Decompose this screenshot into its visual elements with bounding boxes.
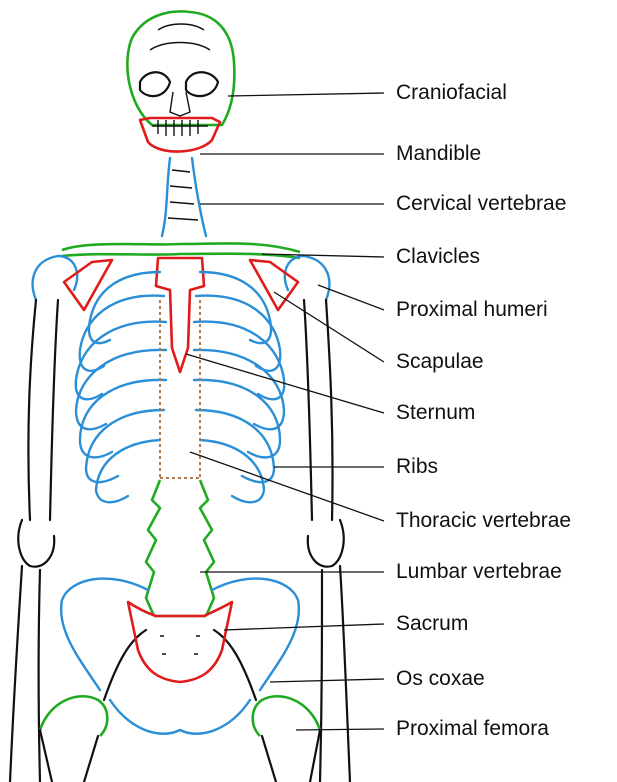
right-femur-shaft [262,730,320,782]
label-mandible: Mandible [396,142,481,166]
rib-right-7 [200,440,264,502]
label-clavicles: Clavicles [396,245,480,269]
rib-left-2 [80,296,164,371]
skull [127,11,234,151]
femora [40,696,320,782]
right-orbit [186,72,218,96]
left-elbow [18,520,54,567]
label-thoracic-vertebrae: Thoracic vertebrae [396,509,571,533]
leader-femora [296,729,384,730]
left-femoral-head [40,696,107,736]
rib-left-7 [96,440,160,502]
left-orbit [140,72,170,96]
right-arm [304,300,333,520]
left-forearm [10,566,40,782]
lumbar-spine [146,480,214,616]
cervical-right-edge [192,158,206,236]
right-forearm [320,566,350,782]
pubic-arch [110,700,250,734]
label-os-coxae: Os coxae [396,667,485,691]
right-elbow [308,520,344,567]
lumbar-left-edge [146,480,160,616]
lumbar-right-edge [200,480,214,616]
left-femur-shaft [40,730,98,782]
rib-right-5 [194,380,280,457]
label-ribs: Ribs [396,455,438,479]
rib-right-2 [196,296,280,371]
sternum-outline [156,258,204,372]
rib-right-6 [196,410,274,482]
leader-craniofacial [228,93,384,96]
label-proximal-humeri: Proximal humeri [396,298,548,322]
mandible-outline [140,118,220,152]
craniofacial-outline [127,11,234,125]
cervical-spine [162,158,206,236]
leader-sternum [186,354,384,413]
rib-right-1 [200,272,271,343]
label-craniofacial: Craniofacial [396,81,507,105]
clavicles-outline [62,243,300,258]
sacrum-outline [128,602,232,682]
rib-left-5 [80,380,166,457]
label-lumbar-vertebrae: Lumbar vertebrae [396,560,562,584]
os-coxae-inner [104,630,256,700]
sacral-foramina [160,636,200,654]
label-sternum: Sternum [396,401,475,425]
ribcage [76,272,284,502]
label-proximal-femora: Proximal femora [396,717,549,741]
label-cervical-vertebrae: Cervical vertebrae [396,192,566,216]
pelvis [61,579,299,734]
leader-sacrum [224,624,384,630]
thoracic-spine [160,300,200,478]
nasal-cavity [170,92,190,116]
left-scapula [64,260,112,310]
left-arm [28,300,58,520]
forehead-detail [150,24,210,50]
label-scapulae: Scapulae [396,350,484,374]
cervical-left-edge [162,158,170,236]
label-sacrum: Sacrum [396,612,468,636]
leader-thoracic [190,452,384,521]
rib-left-6 [86,410,164,482]
leader-oscoxae [270,679,384,682]
teeth [152,120,208,136]
